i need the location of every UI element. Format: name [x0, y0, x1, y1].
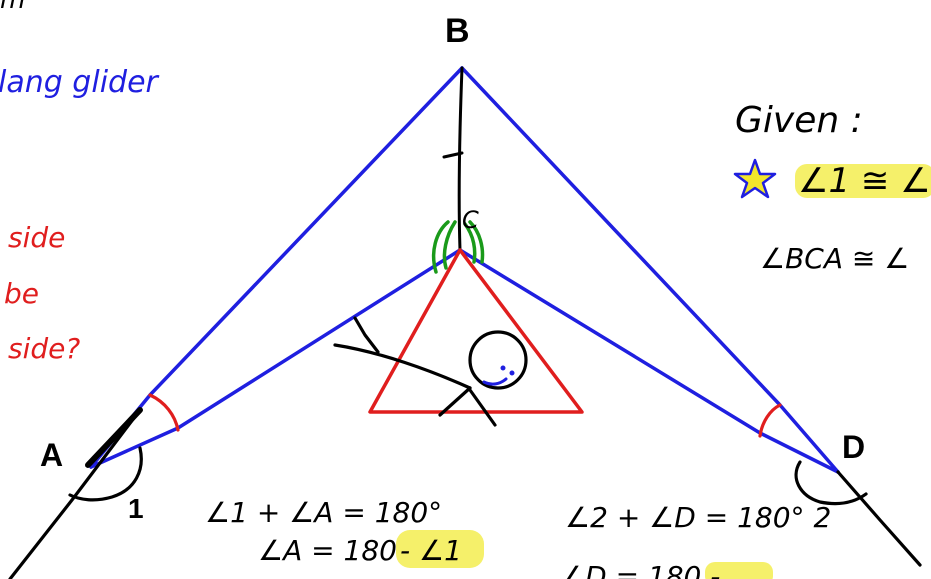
angle-arc-D [758, 403, 782, 438]
given-line2: ∠BCA ≅ ∠ [760, 242, 909, 275]
spine-tick-mark [442, 151, 464, 159]
red-note-side: side [8, 221, 65, 254]
red-triangle [368, 248, 584, 414]
equation-left-highlight [396, 530, 484, 568]
star-icon [733, 158, 777, 199]
vertex-label-A: A [40, 437, 63, 473]
figure-body [333, 343, 472, 390]
given-line1: ∠1 ≅ ∠ [798, 161, 931, 201]
kite-edge-CD [458, 248, 840, 474]
equation-right-2: ∠D = 180 - [560, 560, 720, 579]
equation-right-1: ∠2 + ∠D = 180° 2 [565, 501, 831, 534]
title-fragment: m [0, 0, 25, 15]
angle-arc-A [148, 393, 180, 432]
thick-segment-A [85, 407, 143, 468]
figure-arm [353, 316, 380, 354]
figure-head [468, 330, 528, 390]
given-line1-highlight [795, 164, 931, 198]
extension-lines [8, 407, 922, 579]
kite-edge-AB [89, 66, 464, 469]
stick-figure [333, 316, 528, 427]
red-note-side-question: side? [8, 332, 80, 365]
vertex-label-C: C [462, 206, 479, 234]
angle-label-1: 1 [128, 493, 144, 524]
equation-left-2: ∠A = 180 [258, 534, 397, 567]
equation-left-2-highlighted: - ∠1 [400, 534, 462, 567]
exterior-angle-arc-2 [794, 460, 868, 506]
extension-line-A [8, 408, 142, 579]
kite-spine [442, 66, 464, 252]
angle-arcs [68, 393, 868, 506]
given-heading: Given : [735, 100, 863, 141]
vertex-label-B: B [445, 12, 470, 50]
kite-edge-AC [89, 248, 462, 469]
figure-face [482, 365, 515, 386]
extension-line-D [836, 470, 922, 567]
figure-leg [438, 386, 497, 427]
congruent-angle-arcs [431, 220, 485, 274]
vertex-label-D: D [842, 429, 865, 465]
equation-right-highlight [705, 562, 773, 579]
red-note-be: be [4, 277, 39, 310]
equation-left-1: ∠1 + ∠A = 180° [205, 496, 442, 529]
exterior-angle-arc-1 [68, 446, 143, 502]
hang-glider-note: lang glider [0, 65, 160, 100]
